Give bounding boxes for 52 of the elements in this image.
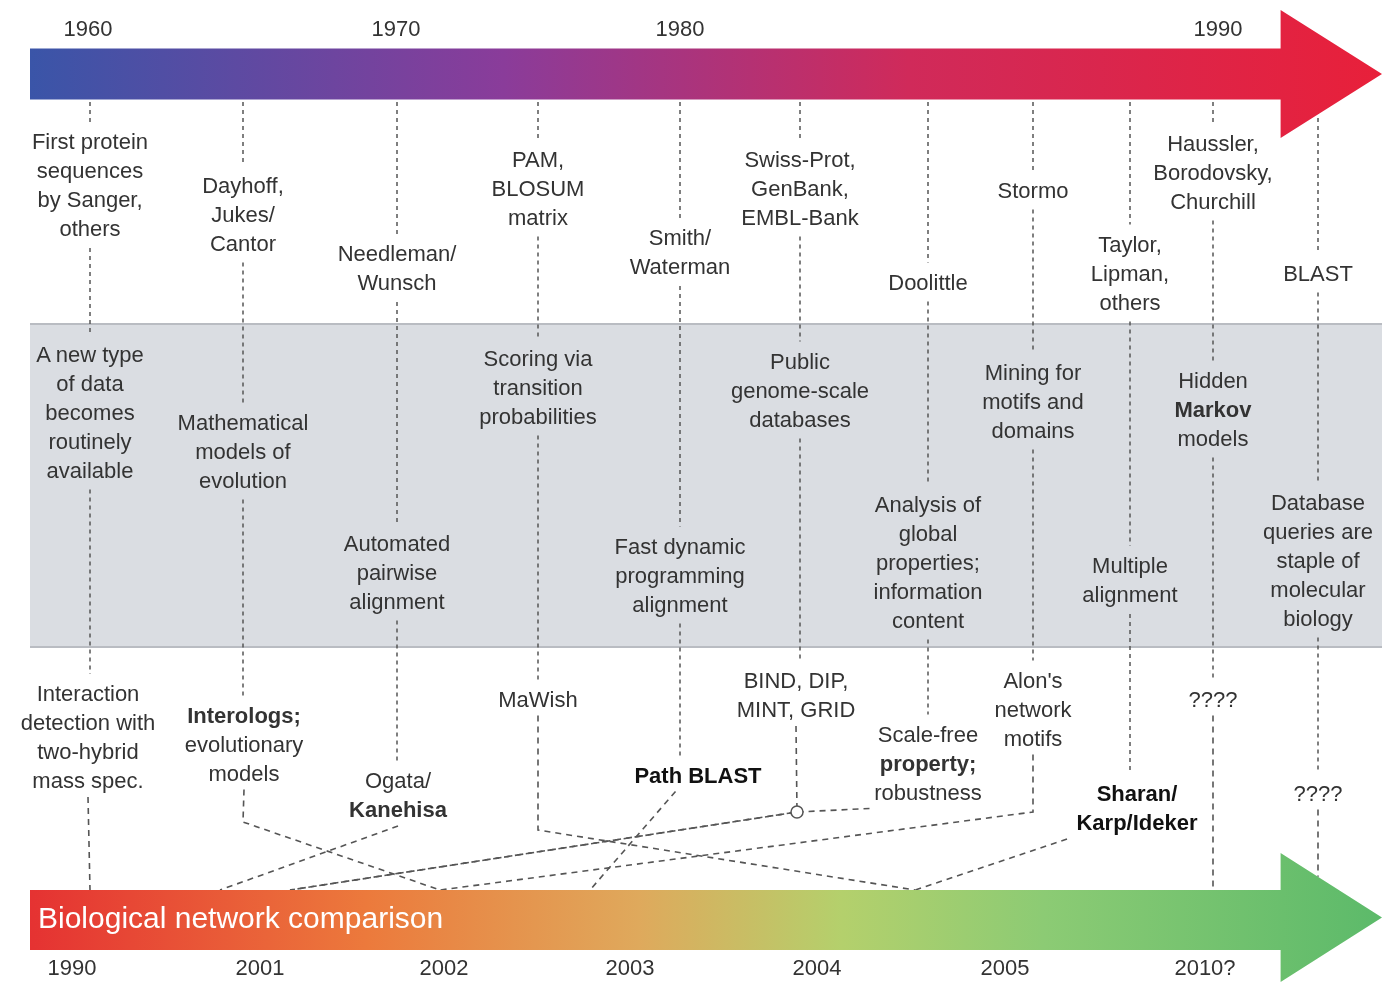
milestone-text: MaWish <box>488 684 588 714</box>
band-text: Analysis of global properties; information content <box>872 490 984 635</box>
year-label: 1980 <box>655 14 705 43</box>
milestone-text: ???? <box>1283 778 1353 808</box>
leader-line <box>537 714 916 891</box>
band-panel <box>30 323 1382 648</box>
leader-line <box>1317 808 1319 878</box>
leader-line <box>289 725 798 891</box>
year-label: 2003 <box>605 953 655 982</box>
band-text: A new type of data becomes routinely available <box>35 340 145 485</box>
year-label: 2002 <box>419 953 469 982</box>
band-text: Scoring via transition probabilities <box>478 344 598 431</box>
band-text: Mathematical models of evolution <box>176 408 310 495</box>
year-label: 2010? <box>1174 953 1236 982</box>
milestone-text: ???? <box>1178 684 1248 714</box>
milestone-text: Sharan/ Karp/Ideker <box>1067 779 1207 837</box>
year-label: 2005 <box>980 953 1030 982</box>
leader-line <box>439 753 1034 891</box>
leader-line <box>87 796 91 891</box>
leader-line <box>219 825 399 891</box>
milestone-text: Haussler, Borodovsky, Churchill <box>1152 129 1274 216</box>
milestone-text: Ogata/ Kanehisa <box>338 766 458 824</box>
band-text: Automated pairwise alignment <box>342 529 452 616</box>
year-label: 1960 <box>63 14 113 43</box>
milestone-text: Needleman/ Wunsch <box>336 240 458 297</box>
milestone-text: Smith/ Waterman <box>628 224 732 281</box>
milestone-text: BLAST <box>1282 259 1354 288</box>
band-text: Fast dynamic programming alignment <box>613 532 747 619</box>
milestone-text: Stormo <box>996 176 1070 205</box>
leader-line <box>589 790 677 891</box>
year-label: 1990 <box>1193 14 1243 43</box>
milestone-text: Doolittle <box>887 268 969 297</box>
year-label: 2004 <box>792 953 842 982</box>
year-label: 2001 <box>235 953 285 982</box>
milestone-text: Interologs; evolutionary models <box>169 700 319 788</box>
band-text: Public genome-scale databases <box>730 347 870 434</box>
band-text: Multiple alignment <box>1081 552 1179 609</box>
year-label: 1970 <box>371 14 421 43</box>
leader-line <box>914 838 1068 891</box>
milestone-text: Dayhoff, Jukes/ Cantor <box>201 171 285 258</box>
milestone-text: Interaction detection with two-hybrid mass spec. <box>8 679 168 795</box>
timeline-title: Biological network comparison <box>38 900 444 936</box>
leader-line <box>289 807 871 891</box>
band-text: Hidden Markov models <box>1173 366 1253 453</box>
milestone-text: Taylor, Lipman, others <box>1089 230 1171 317</box>
band-text: Database queries are staple of molecular biology <box>1261 488 1375 633</box>
milestone-text: First protein sequences by Sanger, others <box>30 128 150 243</box>
band-text: Mining for motifs and domains <box>981 358 1085 445</box>
milestone-text: Swiss-Prot, GenBank, EMBL-Bank <box>740 145 860 232</box>
year-label: 1990 <box>47 953 97 982</box>
milestone-text: Path BLAST <box>623 760 773 790</box>
milestone-text: PAM, BLOSUM matrix <box>490 145 586 232</box>
